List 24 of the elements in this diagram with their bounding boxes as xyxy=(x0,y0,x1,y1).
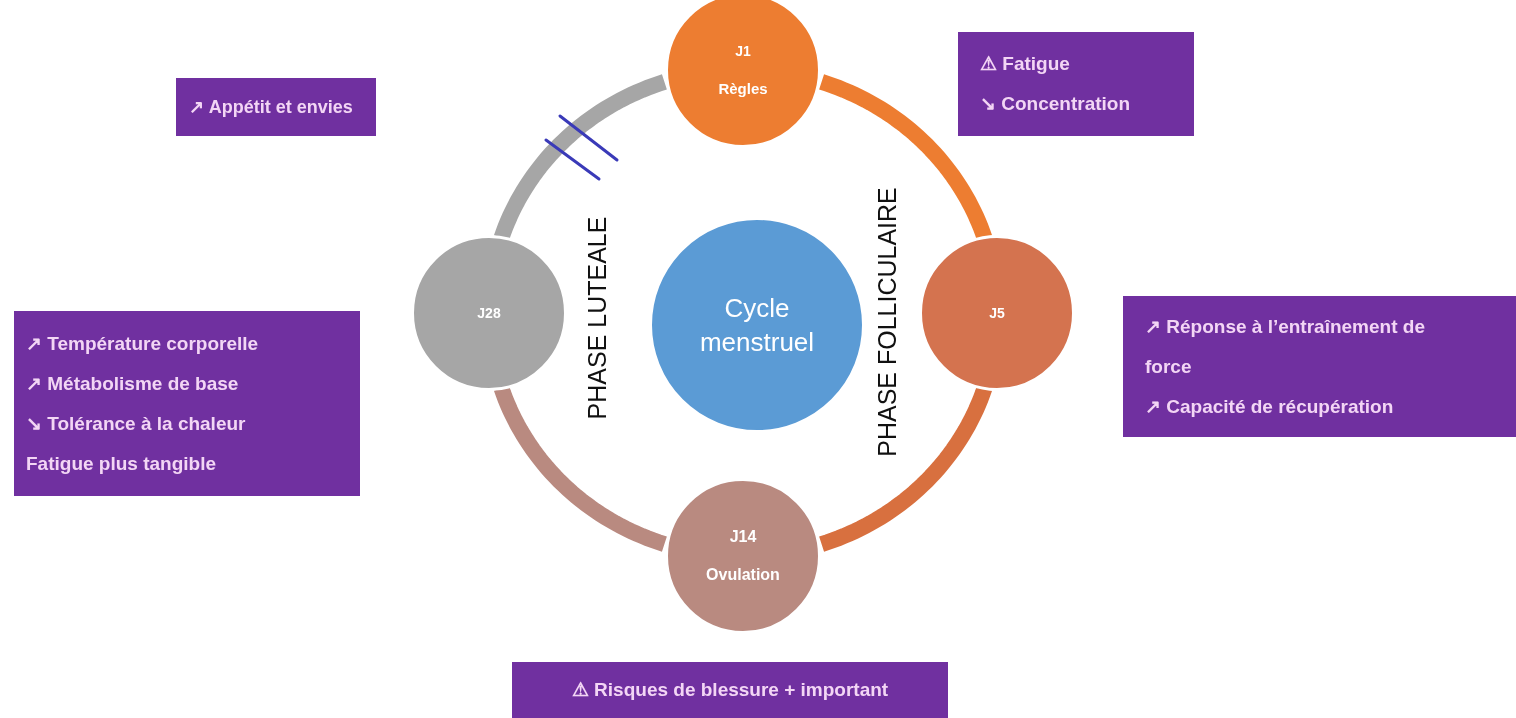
phase-label: PHASE LUTEALE xyxy=(582,216,612,420)
note-box xyxy=(512,662,948,718)
circle-text: J14 xyxy=(729,527,757,547)
circle-text: J5 xyxy=(989,304,1005,323)
circle-text: J1 xyxy=(735,42,751,61)
note-box xyxy=(14,311,360,496)
circle-text: J28 xyxy=(477,304,501,323)
note-text: ⚠ Risques de blessure + important xyxy=(571,678,889,702)
note-text: ↗ Appétit et envies xyxy=(189,96,353,119)
note-text: ↘ Tolérance à la chaleur xyxy=(26,411,246,436)
circle-text: Ovulation xyxy=(706,565,780,585)
note-text: Fatigue plus tangible xyxy=(26,451,216,476)
note-text: ↗ Réponse à l’entraînement de force xyxy=(1145,314,1426,379)
note-box xyxy=(958,32,1194,136)
phase-label: PHASE FOLLICULAIRE xyxy=(872,187,902,457)
note-text: ↗ Capacité de récupération xyxy=(1145,394,1394,419)
note-box xyxy=(1123,296,1516,437)
note-text: ↗ Métabolisme de base xyxy=(26,371,239,396)
note-text: ↘ Concentration xyxy=(980,92,1131,116)
note-text: ↗ Température corporelle xyxy=(26,331,259,356)
circle-text: Cycle menstruel xyxy=(698,292,816,359)
circle-text: Règles xyxy=(718,79,768,99)
note-box xyxy=(176,78,376,136)
note-text: ⚠ Fatigue xyxy=(980,52,1070,76)
